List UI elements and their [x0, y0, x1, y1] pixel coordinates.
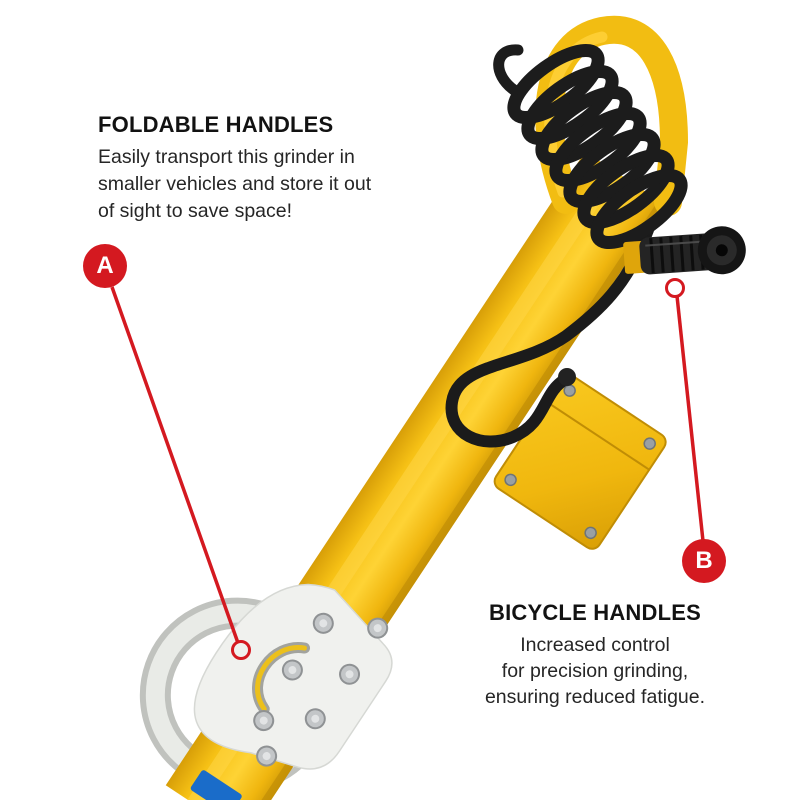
power-cable: [445, 224, 654, 448]
hinge-bolts: [253, 612, 389, 767]
cable-coil: [507, 43, 688, 250]
bicycle-handles-line-3: ensuring reduced fatigue.: [484, 686, 706, 708]
foldable-handles-line-1: Easily transport this grinder in: [98, 146, 355, 168]
foldable-handles-line-2: smaller vehicles and store it out: [98, 173, 372, 195]
badge-b: B: [682, 539, 726, 583]
bicycle-handle-grip: [623, 226, 746, 275]
label-sticker: [190, 770, 242, 800]
foldable-handles-line-3: of sight to save space!: [98, 200, 293, 222]
cable-gland: [558, 368, 576, 386]
badge-a: A: [83, 244, 127, 288]
bicycle-handles-title: BICYCLE HANDLES: [488, 600, 701, 625]
cable-loose-end: [493, 44, 524, 96]
hinge-slot-inner: [255, 645, 308, 712]
bicycle-handles-line-1: Increased control: [520, 634, 670, 656]
main-beam: [165, 151, 667, 800]
foldable-handles-callout: FOLDABLE HANDLES Easily transport this g…: [98, 112, 428, 225]
foldable-handles-title: FOLDABLE HANDLES: [98, 112, 334, 137]
bicycle-handles-line-2: for precision grinding,: [501, 660, 689, 682]
bicycle-handles-callout: BICYCLE HANDLES Increased control for pr…: [462, 600, 728, 710]
